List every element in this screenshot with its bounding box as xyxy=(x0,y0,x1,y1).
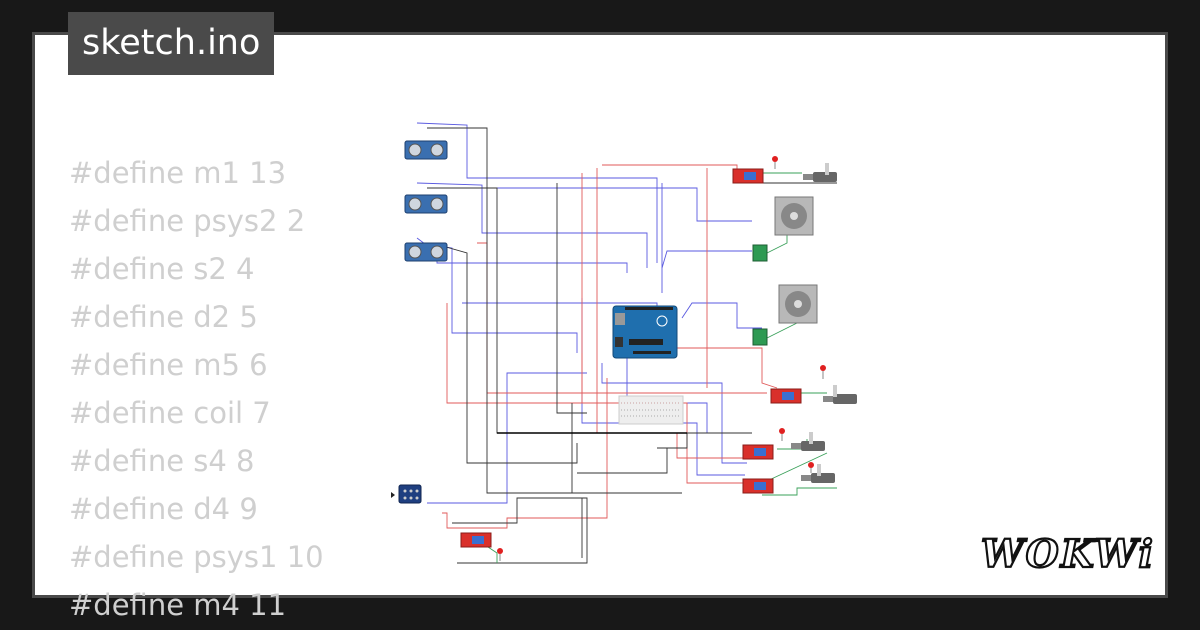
ultrasonic-sensor-icon xyxy=(404,194,448,214)
stepper-motor-icon xyxy=(774,196,814,236)
relay-module-icon xyxy=(742,444,774,460)
arduino-uno-icon xyxy=(612,305,678,359)
stepper-driver-icon xyxy=(752,244,768,262)
code-line: #define s4 8 xyxy=(69,444,255,478)
code-line: #define d4 9 xyxy=(69,492,258,526)
code-line: #define coil 7 xyxy=(69,396,271,430)
servo-icon xyxy=(791,432,825,451)
servo-icon xyxy=(801,464,835,483)
project-preview-card: #define m1 13 #define psys2 2 #define s2… xyxy=(32,32,1168,622)
code-line: #define s2 4 xyxy=(69,252,255,286)
led-icon xyxy=(808,462,814,473)
circuit-diagram xyxy=(391,122,857,564)
relay-module-icon xyxy=(742,478,774,494)
wires-black xyxy=(427,127,837,564)
code-preview: #define m1 13 #define psys2 2 #define s2… xyxy=(69,149,324,629)
code-line: #define m5 6 xyxy=(69,348,268,382)
wokwi-logo-icon: WOKWi xyxy=(980,530,1154,577)
logo-text: WOKWi xyxy=(981,531,1155,576)
code-line: #define m4 11 xyxy=(69,588,287,622)
keypad-icon xyxy=(391,484,422,504)
led-icon xyxy=(820,365,826,379)
led-icon xyxy=(497,548,503,561)
file-tab: sketch.ino xyxy=(68,12,275,75)
relay-module-icon xyxy=(732,168,764,184)
servo-icon xyxy=(803,163,837,182)
breadboard-icon xyxy=(618,395,684,425)
servo-icon xyxy=(823,385,857,404)
wires-red xyxy=(442,164,778,529)
code-line: #define psys1 10 xyxy=(69,540,324,574)
stepper-driver-icon xyxy=(752,328,768,346)
ultrasonic-sensor-icon xyxy=(404,140,448,160)
code-line: #define psys2 2 xyxy=(69,204,306,238)
relay-module-icon xyxy=(770,388,802,404)
led-icon xyxy=(779,428,785,441)
relay-module-icon xyxy=(460,532,492,548)
code-line: #define m1 13 xyxy=(69,156,287,190)
ultrasonic-sensor-icon xyxy=(404,242,448,262)
wires-blue xyxy=(416,122,762,504)
led-icon xyxy=(772,156,778,169)
code-line: #define d2 5 xyxy=(69,300,258,334)
stepper-motor-icon xyxy=(778,284,818,324)
